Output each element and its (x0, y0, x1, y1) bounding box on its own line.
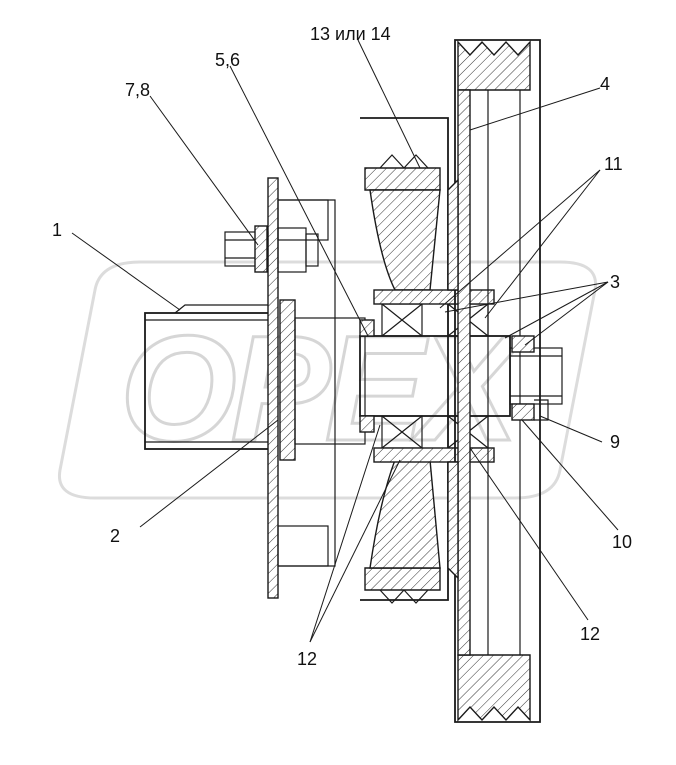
callout-11: 11 (604, 154, 623, 174)
callout-1: 1 (52, 220, 62, 240)
callout-3: 3 (610, 272, 620, 292)
callout-7-8: 7,8 (125, 80, 150, 100)
nut-washer-part-9-10 (511, 335, 549, 421)
callout-9: 9 (610, 432, 620, 452)
hub-shaft (359, 319, 563, 433)
flange-part-2 (267, 177, 366, 599)
outer-pulley-part-4 (447, 39, 541, 723)
callout-10: 10 (612, 532, 632, 552)
leader-lines (71, 39, 619, 643)
callout-2: 2 (110, 526, 120, 546)
callout-13-14: 13 или 14 (310, 24, 391, 44)
watermark-logo: OPEX (57, 260, 598, 500)
callout-5-6: 5,6 (215, 50, 240, 70)
callout-12-left: 12 (297, 649, 317, 669)
callout-12-right: 12 (580, 624, 600, 644)
callout-4: 4 (600, 74, 610, 94)
bolt-part-7-8 (224, 225, 319, 273)
callout-labels: 1 7,8 5,6 13 или 14 4 11 3 9 10 2 12 12 (52, 24, 632, 669)
